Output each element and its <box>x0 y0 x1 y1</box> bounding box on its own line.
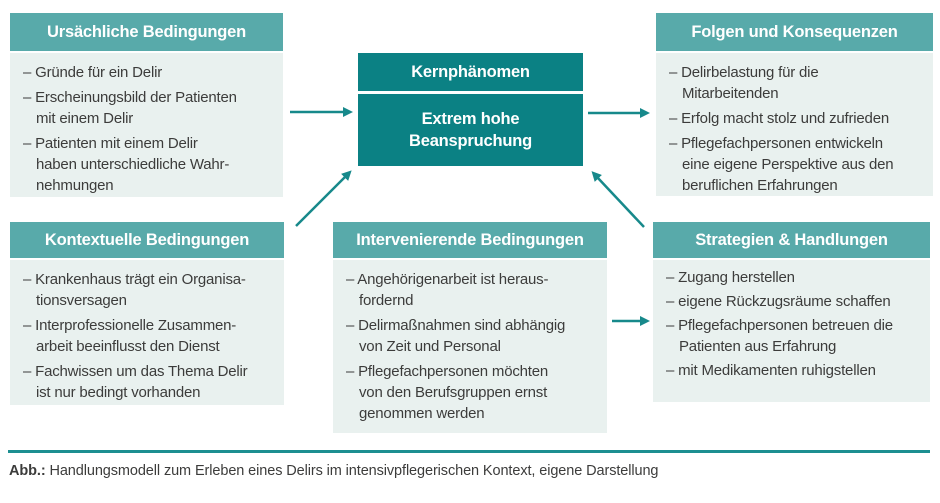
list-item: – Zugang herstellen <box>666 269 795 286</box>
panel-kontextuelle-bedingungen: Kontextuelle Bedingungen – Krankenhaus t… <box>10 222 284 405</box>
panel-intervenierende-bedingungen: Intervenierende Bedingungen – Angehörige… <box>333 222 607 433</box>
list-item: – Interprofessionelle Zusammen- arbeit b… <box>23 317 237 355</box>
caption-text: Handlungsmodell zum Erleben eines Delirs… <box>45 463 659 479</box>
list-item: – Pflegefachpersonen entwickeln eine eig… <box>669 135 894 194</box>
panel-folgen-body: – Delirbelastung für die Mitarbeitenden … <box>656 53 933 196</box>
list-item: – Pflegefachpersonen möchten von den Ber… <box>346 363 549 422</box>
panel-kontextuelle-body: – Krankenhaus trägt ein Organisa- tionsv… <box>10 260 284 405</box>
arrow-kontextuelle-to-kernphaenomen <box>295 170 352 227</box>
panel-ursaechliche-body: – Gründe für ein Delir – Erscheinungsbil… <box>10 53 283 197</box>
list-item: – Angehörigenarbeit ist heraus- fordernd <box>346 271 549 309</box>
list-item: – Delirmaßnahmen sind abhängig von Zeit … <box>346 317 566 355</box>
panel-ursaechliche-bedingungen: Ursächliche Bedingungen – Gründe für ein… <box>10 13 283 197</box>
panel-strategien-body: – Zugang herstellen – eigene Rückzugsräu… <box>653 260 930 402</box>
panel-strategien-header: Strategien & Handlungen <box>653 222 930 258</box>
caption-label: Abb.: <box>9 463 46 479</box>
list-item: – Patienten mit einem Delir haben unters… <box>23 135 230 194</box>
arrow-strategien-to-kernphaenomen <box>591 171 645 228</box>
caption-divider-rule <box>8 450 930 453</box>
panel-intervenierende-body: – Angehörigenarbeit ist heraus- fordernd… <box>333 260 607 433</box>
panel-strategien-handlungen: Strategien & Handlungen – Zugang herstel… <box>653 222 930 402</box>
panel-folgen-header: Folgen und Konsequenzen <box>656 13 933 51</box>
list-item: – mit Medikamenten ruhigstellen <box>666 362 876 379</box>
list-item: – eigene Rückzugsräume schaffen <box>666 293 891 310</box>
list-item: – Erfolg macht stolz und zufrieden <box>669 110 889 127</box>
kernphaenomen-core-box: Extrem hohe Beanspruchung <box>358 94 583 166</box>
kernphaenomen-header: Kernphänomen <box>358 53 583 91</box>
list-item: – Erscheinungsbild der Patienten mit ein… <box>23 89 237 127</box>
list-item: – Delirbelastung für die Mitarbeitenden <box>669 64 819 102</box>
panel-ursaechliche-header: Ursächliche Bedingungen <box>10 13 283 51</box>
list-item: – Fachwissen um das Thema Delir ist nur … <box>23 363 248 401</box>
list-item: – Pflegefachpersonen betreuen die Patien… <box>666 317 893 355</box>
figure-caption: Abb.: Handlungsmodell zum Erleben eines … <box>9 463 929 479</box>
list-item: – Gründe für ein Delir <box>23 64 163 81</box>
panel-intervenierende-header: Intervenierende Bedingungen <box>333 222 607 258</box>
panel-kontextuelle-header: Kontextuelle Bedingungen <box>10 222 284 258</box>
panel-folgen-und-konsequenzen: Folgen und Konsequenzen – Delirbelastung… <box>656 13 933 196</box>
list-item: – Krankenhaus trägt ein Organisa- tionsv… <box>23 271 246 309</box>
